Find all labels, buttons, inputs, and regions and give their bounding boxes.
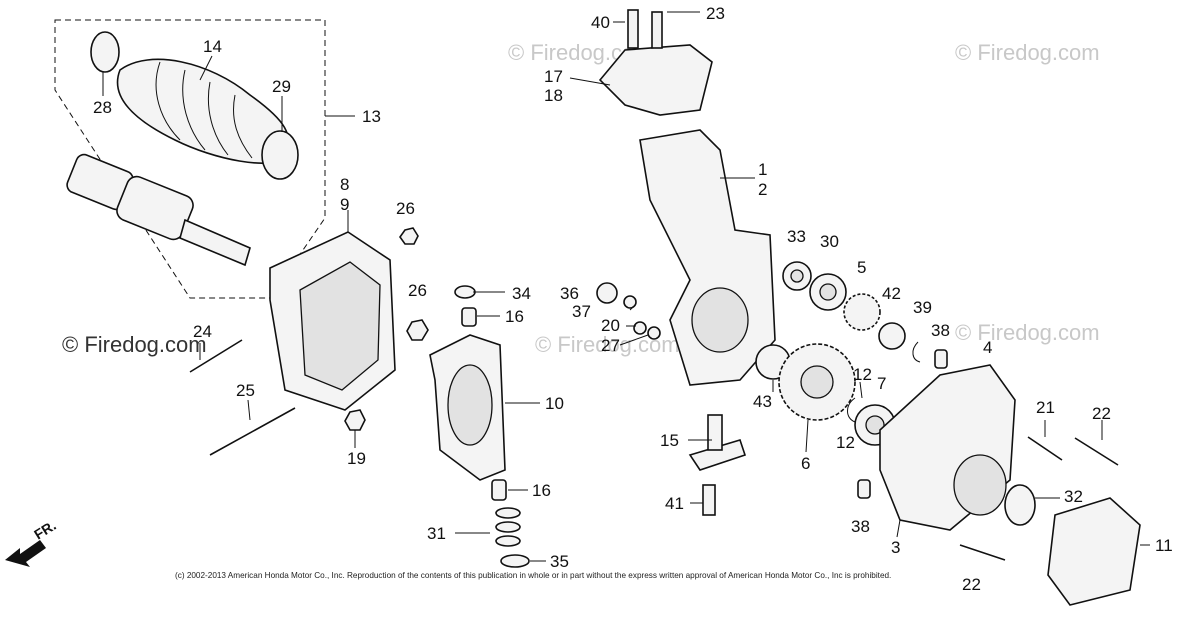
washer [647, 326, 661, 340]
fitting [633, 321, 647, 335]
callout-26: 26 [396, 199, 415, 218]
callout-38: 38 [931, 321, 950, 340]
dowel [934, 349, 948, 369]
bushing [461, 307, 477, 327]
callout-1: 1 [758, 160, 767, 179]
callout-36: 36 [560, 284, 579, 303]
callout-23: 23 [706, 4, 725, 23]
callout-16: 16 [532, 481, 551, 500]
bushing [491, 479, 507, 501]
washer [623, 295, 637, 309]
bolt [1074, 437, 1119, 466]
bolt [1027, 436, 1063, 461]
bolt [959, 544, 1006, 561]
callout-13: 13 [362, 107, 381, 126]
callout-3: 3 [891, 538, 900, 557]
callouts: 40 23 17 18 1 2 14 28 29 13 8 9 26 26 34… [93, 4, 1173, 594]
plug [596, 282, 618, 304]
washer [500, 554, 530, 568]
driveshaft [66, 153, 251, 267]
callout-4: 4 [983, 338, 992, 357]
dowel [857, 479, 871, 499]
callout-29: 29 [272, 77, 291, 96]
callout-21: 21 [1036, 398, 1055, 417]
callout-41: 41 [665, 494, 684, 513]
callout-16: 16 [505, 307, 524, 326]
copyright-notice: (c) 2002-2013 American Honda Motor Co., … [175, 571, 891, 580]
shaft-base [688, 439, 747, 471]
circlip [847, 397, 856, 423]
callout-30: 30 [820, 232, 839, 251]
callout-39: 39 [913, 298, 932, 317]
watermarks: © Firedog.com © Firedog.com © Firedog.co… [62, 40, 1100, 357]
circlip [912, 341, 921, 363]
callout-15: 15 [660, 431, 679, 450]
clamp [261, 130, 299, 180]
watermark: © Firedog.com [62, 332, 207, 357]
shaft [707, 414, 723, 451]
callout-40: 40 [591, 13, 610, 32]
washer [454, 285, 476, 299]
leader-lines [102, 11, 1150, 562]
callout-33: 33 [787, 227, 806, 246]
callout-25: 25 [236, 381, 255, 400]
shim [495, 507, 521, 519]
watermark: © Firedog.com [955, 40, 1100, 65]
front-direction-arrow: FR. [5, 517, 59, 567]
callout-14: 14 [203, 37, 222, 56]
callout-34: 34 [512, 284, 531, 303]
shim [495, 521, 521, 533]
callout-9: 9 [340, 195, 349, 214]
callout-5: 5 [857, 258, 866, 277]
bracket [598, 44, 713, 116]
callout-35: 35 [550, 552, 569, 571]
shim [495, 535, 521, 547]
callout-22: 22 [962, 575, 981, 594]
bearing [878, 322, 906, 350]
gear [843, 293, 881, 331]
callout-31: 31 [427, 524, 446, 543]
nut [344, 409, 366, 431]
callout-17: 17 [544, 67, 563, 86]
flange [1047, 497, 1141, 606]
callout-22: 22 [1092, 404, 1111, 423]
callout-24: 24 [193, 322, 212, 341]
bolt [702, 484, 716, 516]
callout-6: 6 [801, 454, 810, 473]
watermark: © Firedog.com [955, 320, 1100, 345]
callout-12: 12 [836, 433, 855, 452]
callout-38: 38 [851, 517, 870, 536]
callout-2: 2 [758, 180, 767, 199]
bolt [189, 339, 243, 373]
callout-26: 26 [408, 281, 427, 300]
callout-11: 11 [1155, 536, 1173, 555]
direction-label: FR. [31, 517, 59, 543]
callout-7: 7 [877, 374, 886, 393]
callout-18: 18 [544, 86, 563, 105]
callout-20: 20 [601, 316, 620, 335]
callout-10: 10 [545, 394, 564, 413]
nut [406, 319, 429, 341]
callout-43: 43 [753, 392, 772, 411]
callout-37: 37 [572, 302, 591, 321]
bolt [627, 9, 639, 49]
callout-28: 28 [93, 98, 112, 117]
bolt [209, 407, 296, 456]
arrow-icon [5, 540, 46, 567]
callout-8: 8 [340, 175, 349, 194]
callout-27: 27 [601, 336, 620, 355]
nut [399, 227, 419, 245]
callout-12: 12 [853, 365, 872, 384]
callout-19: 19 [347, 449, 366, 468]
ring [90, 31, 120, 73]
bolt [651, 11, 663, 49]
callout-42: 42 [882, 284, 901, 303]
callout-32: 32 [1064, 487, 1083, 506]
oil-seal [1004, 484, 1036, 526]
